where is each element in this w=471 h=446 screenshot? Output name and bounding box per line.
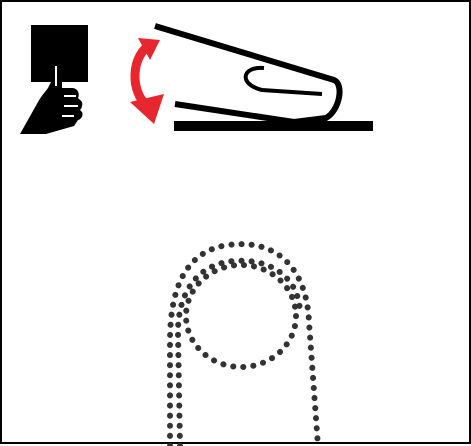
finger-on-sensor-icon bbox=[155, 26, 373, 131]
hand-holding-card-icon bbox=[20, 25, 88, 134]
fingerprint-guide-outline-icon bbox=[170, 244, 318, 446]
tilt-arrow-icon bbox=[130, 38, 164, 124]
